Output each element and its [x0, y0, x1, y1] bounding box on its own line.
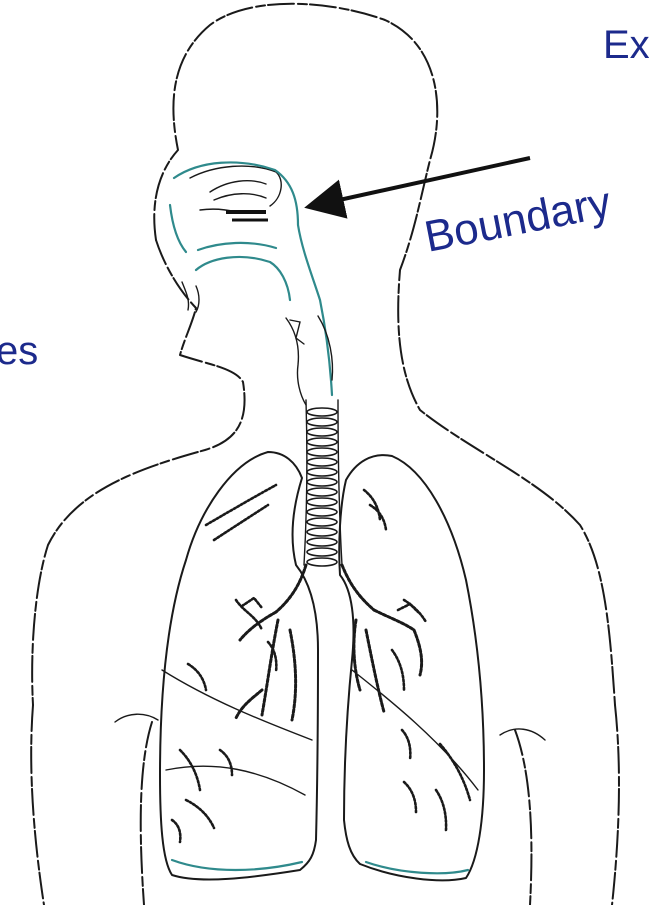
- alveoli-speck: [220, 750, 232, 775]
- alveoli-speck: [404, 782, 416, 812]
- label-boundary: Boundary: [421, 178, 615, 262]
- larynx: [286, 316, 332, 405]
- trachea-ring: [307, 428, 337, 436]
- trachea-ring: [307, 448, 337, 456]
- label-es-partial: es: [0, 329, 38, 373]
- alveoli-speck: [172, 820, 180, 842]
- trachea-ring: [307, 488, 337, 496]
- trachea-ring: [307, 458, 337, 466]
- body-outline: [31, 4, 619, 905]
- alveoli-speck: [440, 744, 470, 800]
- alveoli-speck: [436, 790, 446, 830]
- trachea-ring: [307, 418, 337, 426]
- trachea-ring: [307, 468, 337, 476]
- trachea-ring: [307, 548, 337, 556]
- trachea-ring: [307, 408, 337, 416]
- alveoli-speck: [186, 800, 214, 828]
- bronchial-tree: [236, 565, 426, 720]
- trachea-ring: [307, 528, 337, 536]
- alveoli-speck: [392, 650, 404, 690]
- alveoli-speck: [180, 750, 200, 790]
- nasal-cavity: [182, 166, 281, 312]
- lung-left: [339, 455, 484, 880]
- trachea-ring: [307, 538, 337, 546]
- alveoli-speck: [214, 505, 268, 540]
- trachea-ring: [307, 558, 337, 566]
- alveoli-speck: [402, 730, 410, 760]
- trachea-rings: [307, 408, 337, 566]
- trachea-ring: [307, 478, 337, 486]
- label-ex-partial: Ex: [603, 23, 649, 67]
- trachea-ring: [307, 438, 337, 446]
- trachea-ring: [307, 508, 337, 516]
- alveoli-speck: [206, 485, 276, 525]
- trachea-ring: [307, 498, 337, 506]
- trachea-ring: [307, 518, 337, 526]
